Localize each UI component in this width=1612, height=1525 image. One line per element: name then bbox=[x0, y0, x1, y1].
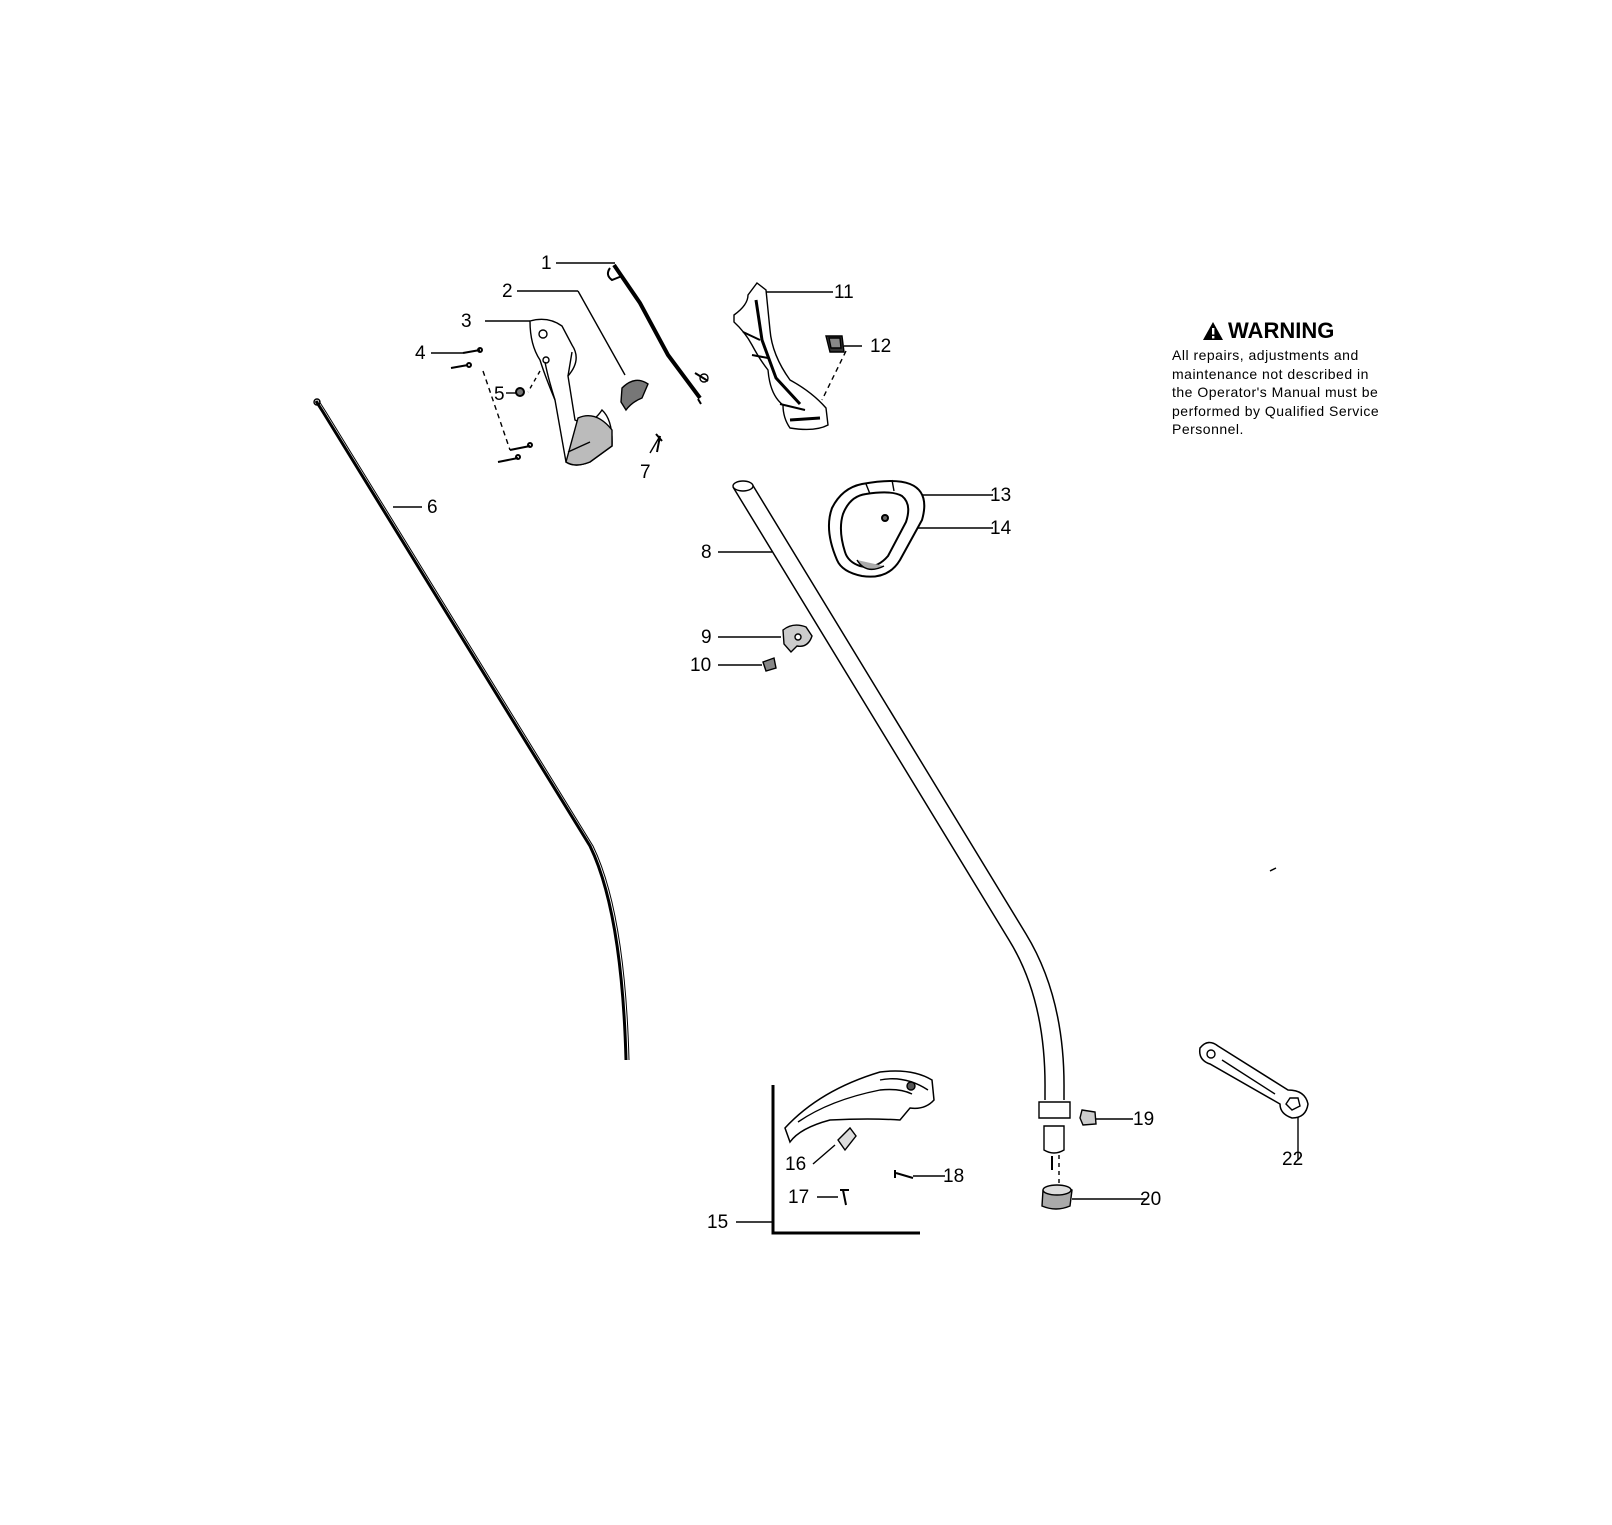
nut-parts bbox=[1041, 1109, 1097, 1210]
warning-heading: WARNING bbox=[1202, 318, 1422, 344]
warning-notice: WARNING All repairs, adjustments and mai… bbox=[1172, 318, 1422, 439]
callout-15: 15 bbox=[707, 1212, 729, 1233]
callout-22: 22 bbox=[1282, 1149, 1304, 1170]
callout-6: 6 bbox=[427, 497, 438, 518]
callout-11: 11 bbox=[834, 282, 854, 303]
callout-18: 18 bbox=[943, 1166, 965, 1187]
warning-title: WARNING bbox=[1228, 318, 1335, 343]
warning-triangle-icon bbox=[1203, 322, 1223, 340]
callout-16: 16 bbox=[785, 1154, 807, 1175]
callout-5: 5 bbox=[494, 384, 505, 405]
callout-10: 10 bbox=[690, 655, 712, 676]
callout-3: 3 bbox=[461, 311, 472, 332]
callout-1: 1 bbox=[541, 253, 552, 274]
guard-assembly-bracket bbox=[771, 1085, 920, 1235]
handle-half-part bbox=[733, 282, 829, 431]
tube-clamp-part bbox=[762, 624, 813, 672]
callout-19: 19 bbox=[1133, 1109, 1155, 1130]
guard-part bbox=[784, 1070, 935, 1152]
drive-tube-part bbox=[732, 480, 1071, 1170]
assist-handle-part bbox=[827, 479, 926, 578]
callout-12: 12 bbox=[870, 336, 892, 357]
screw-parts bbox=[450, 347, 533, 463]
callout-13: 13 bbox=[990, 485, 1012, 506]
small-screw-part bbox=[655, 433, 663, 453]
callout-7: 7 bbox=[640, 462, 651, 483]
stray-mark bbox=[1269, 867, 1277, 872]
callout-17: 17 bbox=[788, 1187, 810, 1208]
guard-screw-parts bbox=[840, 1170, 914, 1206]
warning-text: All repairs, adjustments and maintenance… bbox=[1172, 347, 1380, 437]
callout-20: 20 bbox=[1140, 1189, 1162, 1210]
leader-lines bbox=[393, 262, 1299, 1223]
rear-handle-housing-part bbox=[529, 318, 613, 466]
callout-9: 9 bbox=[701, 627, 712, 648]
handle-bolt-part bbox=[881, 514, 889, 522]
wrench-part bbox=[1198, 1041, 1309, 1119]
flex-drive-shaft-part bbox=[313, 398, 630, 1061]
callout-14: 14 bbox=[990, 518, 1012, 539]
callout-8: 8 bbox=[701, 542, 712, 563]
throttle-trigger-part bbox=[620, 379, 649, 412]
callout-2: 2 bbox=[502, 281, 513, 302]
handle-knob-part bbox=[825, 335, 845, 353]
throttle-cable-part bbox=[606, 263, 709, 405]
callout-4: 4 bbox=[415, 343, 426, 364]
